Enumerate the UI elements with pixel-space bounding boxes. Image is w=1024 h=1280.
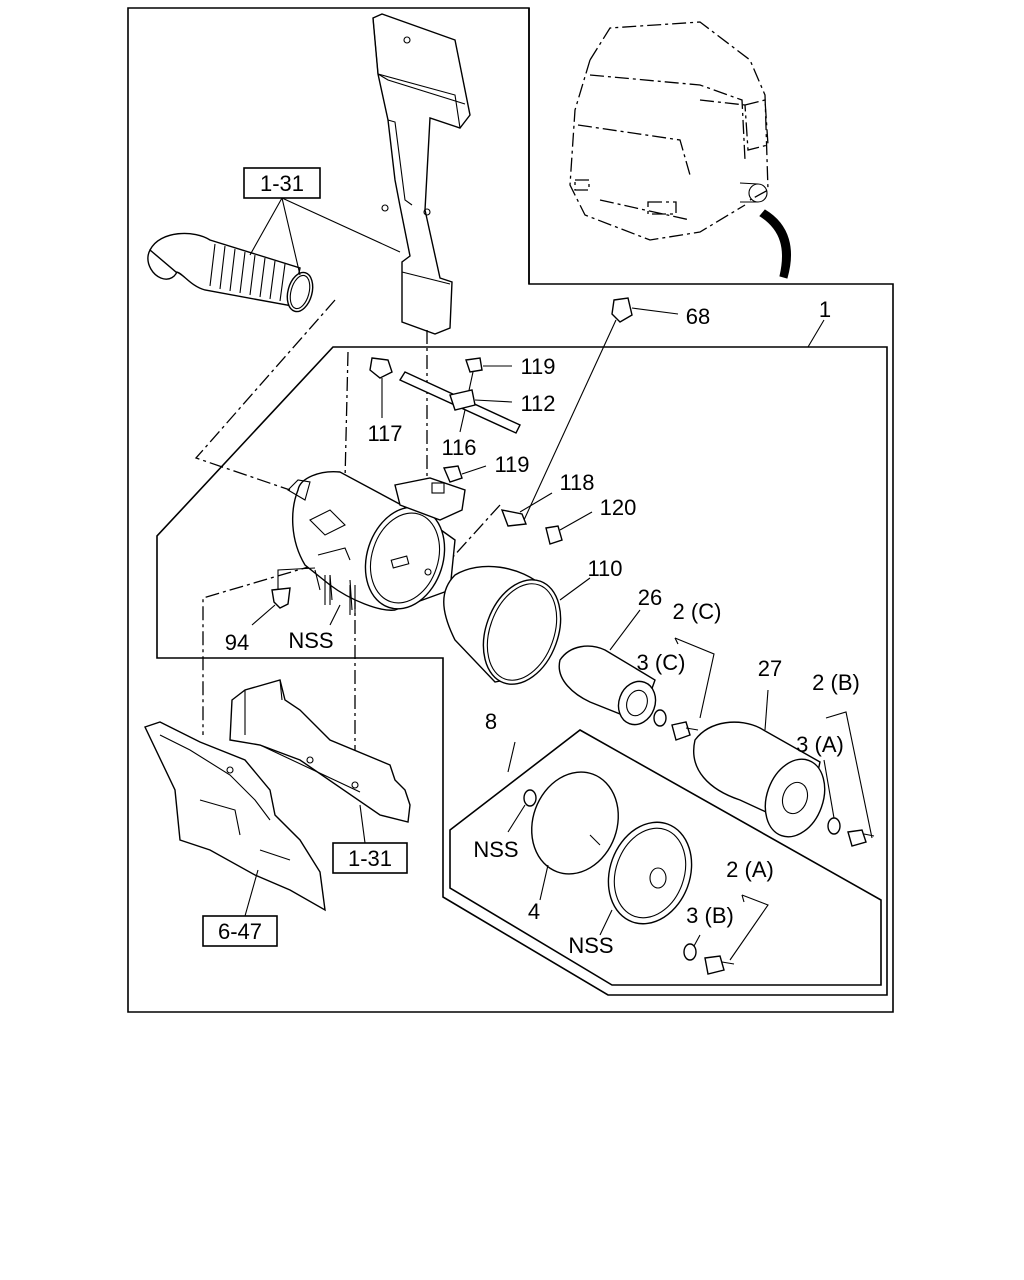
frame-bracket-6-47 — [144, 721, 326, 912]
air-intake-riser-duct — [372, 13, 471, 335]
ref-1-31-bottom-label: 1-31 — [348, 846, 392, 871]
ref-box-6-47 — [202, 915, 278, 947]
label-26: 26 — [638, 585, 662, 610]
wing-bolt-2c — [671, 721, 699, 741]
label-nss-left: NSS — [288, 628, 333, 653]
bracket-118 — [500, 509, 563, 545]
inner-element-26 — [558, 645, 657, 726]
hose-clamp-group — [398, 357, 521, 434]
label-110: 110 — [587, 556, 622, 581]
label-nss-cover: NSS — [568, 933, 613, 958]
cover-nss — [607, 821, 693, 925]
nut-119-lower — [442, 465, 463, 483]
label-119b: 119 — [494, 452, 529, 477]
seal-4 — [531, 771, 619, 875]
label-117: 117 — [367, 421, 402, 446]
ref-1-31-top-label: 1-31 — [260, 171, 304, 196]
label-2a: 2 (A) — [726, 857, 774, 882]
location-arrow — [759, 209, 792, 279]
washer-3a — [827, 817, 841, 835]
label-3b: 3 (B) — [686, 903, 734, 928]
assembly-8-frame — [449, 729, 882, 986]
label-3c: 3 (C) — [637, 650, 686, 675]
frame-bracket-1-31 — [229, 679, 411, 823]
washer-3b — [683, 943, 697, 961]
nss-bolts — [324, 575, 356, 615]
intake-hose — [147, 232, 314, 313]
label-94: 94 — [225, 630, 249, 655]
indicator-68 — [611, 297, 633, 323]
wing-bolt-2b — [847, 829, 875, 847]
outer-element-27 — [693, 721, 826, 838]
washer-3c — [653, 709, 667, 727]
label-2b: 2 (B) — [812, 670, 860, 695]
label-116: 116 — [441, 435, 476, 460]
label-68: 68 — [686, 304, 710, 329]
nss-washer — [523, 789, 537, 807]
label-119a: 119 — [520, 354, 555, 379]
air-cleaner-housing — [287, 471, 466, 611]
truck-cab-illustration — [569, 21, 792, 279]
label-2c: 2 (C) — [673, 599, 722, 624]
outlet-duct-110 — [443, 565, 562, 685]
assembly-1-frame — [156, 346, 888, 996]
label-nss-seal: NSS — [473, 837, 518, 862]
label-3a: 3 (A) — [796, 732, 844, 757]
label-112: 112 — [520, 391, 555, 416]
label-27: 27 — [758, 656, 782, 681]
ref-6-47-label: 6-47 — [218, 919, 262, 944]
label-4: 4 — [528, 899, 540, 924]
label-120: 120 — [600, 495, 637, 520]
drain-valve-94 — [271, 567, 316, 609]
label-118: 118 — [559, 470, 594, 495]
label-8: 8 — [485, 709, 497, 734]
ref-box-1-31-bottom — [332, 842, 408, 874]
fitting-117 — [369, 357, 393, 379]
label-1: 1 — [819, 297, 831, 322]
wing-bolt-2a — [704, 955, 735, 975]
